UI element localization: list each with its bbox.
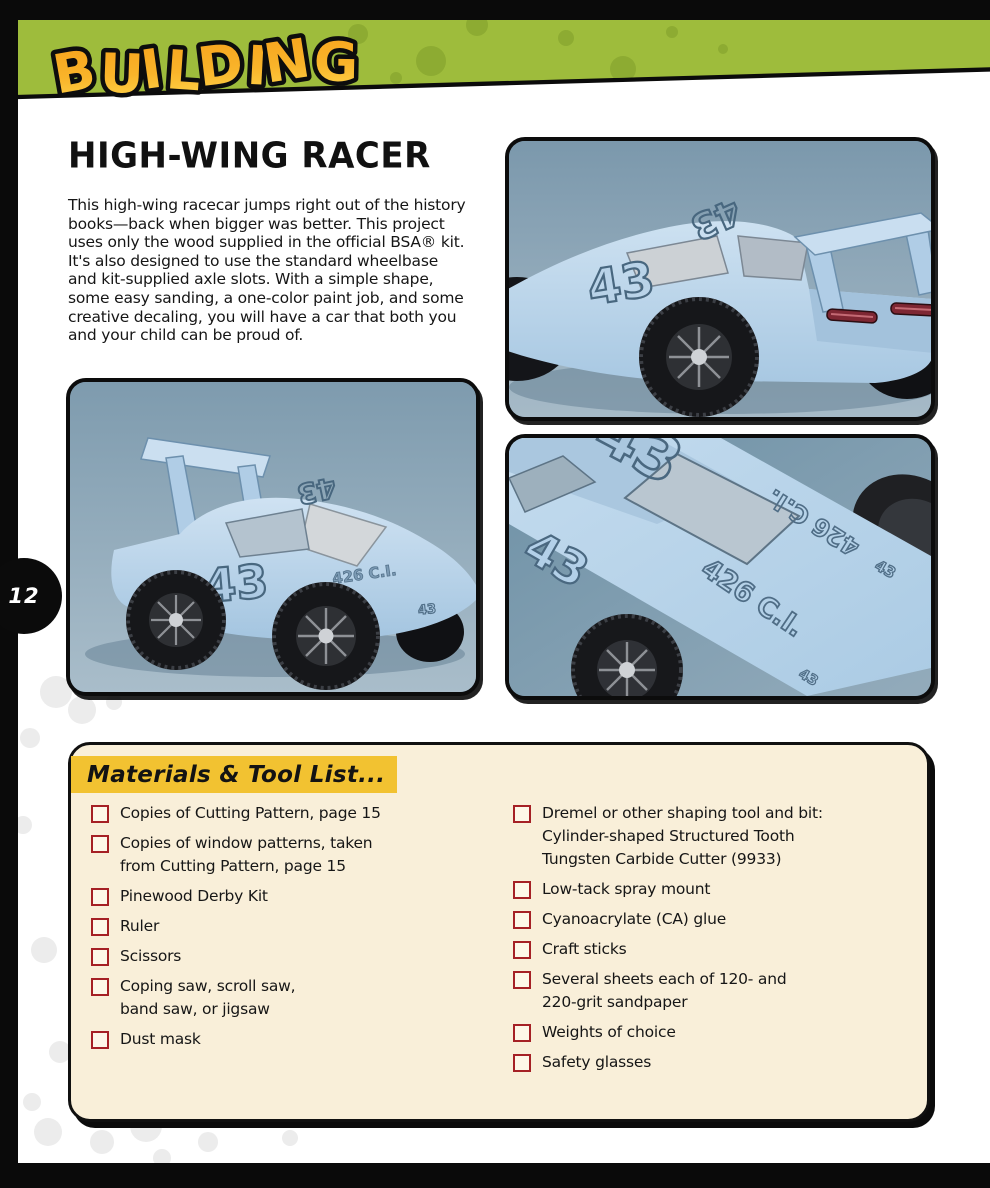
checklist-item-label: Dust mask (120, 1030, 201, 1048)
page-number-tab: 12 (0, 558, 62, 634)
checklist-item: Copies of Cutting Pattern, page 15 (91, 802, 499, 825)
checklist-item: Scissors (91, 945, 499, 968)
checkbox-icon (91, 805, 109, 823)
banner-title-art: BUILDING (48, 20, 360, 116)
checkbox-icon (513, 1054, 531, 1072)
wheel-rear-near (126, 570, 226, 670)
checkbox-icon (513, 881, 531, 899)
checklist-item: Dremel or other shaping tool and bit: Cy… (513, 802, 917, 871)
photo-side-view: 43 43 426 C.I. 43 (66, 378, 480, 696)
side-window (224, 508, 310, 558)
checklist-left-column: Copies of Cutting Pattern, page 15 Copie… (91, 802, 499, 1058)
checklist-item: Several sheets each of 120- and 220-grit… (513, 968, 917, 1014)
checklist-item: Weights of choice (513, 1021, 917, 1044)
side-decal-43: 43 (584, 251, 659, 317)
car-rear-view-art: 43 43 (509, 141, 931, 417)
checklist-item-label: Dremel or other shaping tool and bit: Cy… (542, 804, 823, 868)
checklist-item-label: Coping saw, scroll saw, band saw, or jig… (120, 977, 296, 1018)
checklist-item: Pinewood Derby Kit (91, 885, 499, 908)
wheel-front-bottom (571, 614, 683, 696)
wheel-front-near (272, 582, 380, 690)
checklist-item: Coping saw, scroll saw, band saw, or jig… (91, 975, 499, 1021)
checklist-item-label: Scissors (120, 947, 182, 965)
checkbox-icon (91, 888, 109, 906)
checkbox-icon (91, 835, 109, 853)
wheel-rear-near (639, 297, 759, 417)
checkbox-icon (91, 978, 109, 996)
materials-title: Materials & Tool List... (87, 761, 386, 788)
chapter-banner (18, 20, 990, 106)
article-title: HIGH-WING RACER (68, 135, 431, 177)
checklist-item-label: Safety glasses (542, 1053, 652, 1071)
checklist-item-label: Copies of window patterns, taken from Cu… (120, 834, 373, 875)
checkbox-icon (91, 1031, 109, 1049)
checklist-item: Craft sticks (513, 938, 917, 961)
checklist-item-label: Cyanoacrylate (CA) glue (542, 910, 727, 928)
checklist-item-label: Copies of Cutting Pattern, page 15 (120, 804, 381, 822)
materials-tool-list-box: Materials & Tool List... Copies of Cutti… (68, 742, 930, 1122)
article-body: This high-wing racecar jumps right out o… (68, 196, 466, 345)
banner-title: BUILDING (48, 23, 360, 111)
checkbox-icon (513, 971, 531, 989)
checklist-item: Cyanoacrylate (CA) glue (513, 908, 917, 931)
checklist-item: Safety glasses (513, 1051, 917, 1074)
car-side-view-art: 43 43 426 C.I. 43 (70, 382, 476, 692)
checklist-item: Low-tack spray mount (513, 878, 917, 901)
wing-blade (793, 212, 931, 256)
checkbox-icon (91, 948, 109, 966)
checkbox-icon (513, 941, 531, 959)
side-window (625, 235, 729, 289)
checklist-item-label: Several sheets each of 120- and 220-grit… (542, 970, 787, 1011)
checklist-item: Ruler (91, 915, 499, 938)
checklist-item-label: Craft sticks (542, 940, 627, 958)
photo-rear-three-quarter-view: 43 43 (505, 137, 935, 421)
checklist-item-label: Weights of choice (542, 1023, 676, 1041)
car-overhead-art: 43 43 426 C.I. 426 C.I. 43 43 (509, 438, 931, 696)
rear-window (737, 235, 809, 281)
side-window-sliver (509, 455, 597, 513)
checkbox-icon (513, 805, 531, 823)
checkbox-icon (91, 918, 109, 936)
materials-header-band: Materials & Tool List... (71, 756, 397, 793)
nose-decal-43: 43 (417, 602, 437, 619)
page-number: 12 (8, 584, 40, 608)
checklist-item: Dust mask (91, 1028, 499, 1051)
checkbox-icon (513, 1024, 531, 1042)
checklist-item-label: Pinewood Derby Kit (120, 887, 268, 905)
checklist-item-label: Low-tack spray mount (542, 880, 711, 898)
checklist-item-label: Ruler (120, 917, 160, 935)
checkbox-icon (513, 911, 531, 929)
photo-overhead-closeup: 43 43 426 C.I. 426 C.I. 43 43 (505, 434, 935, 700)
checklist-item: Copies of window patterns, taken from Cu… (91, 832, 499, 878)
windshield (623, 452, 801, 566)
checklist-right-column: Dremel or other shaping tool and bit: Cy… (513, 802, 917, 1081)
